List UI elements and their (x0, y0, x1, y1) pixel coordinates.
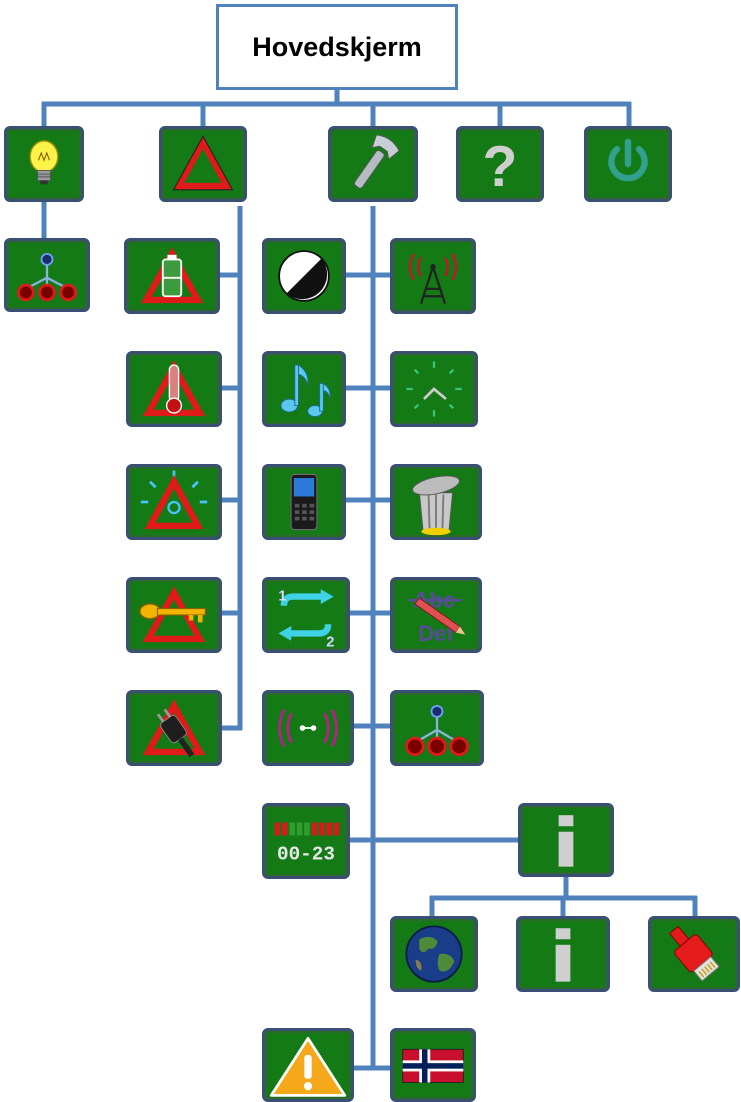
mobile-phone-icon[interactable] (262, 464, 346, 540)
ethernet-cable-icon[interactable] (648, 916, 740, 992)
svg-text:2: 2 (326, 634, 334, 650)
warning-icon[interactable] (262, 1028, 354, 1102)
question-icon[interactable]: ? (456, 126, 544, 202)
norway-flag-icon[interactable] (390, 1028, 476, 1102)
text-edit-icon[interactable]: Abc Def (390, 577, 482, 653)
trash-icon[interactable] (390, 464, 482, 540)
network-tree-icon[interactable] (390, 690, 484, 766)
network-tree-icon[interactable] (4, 238, 90, 312)
warning-triangle-icon[interactable] (159, 126, 247, 202)
alarm-key-icon[interactable] (126, 577, 222, 653)
alarm-plug-icon[interactable] (126, 690, 222, 766)
info-icon[interactable] (516, 916, 610, 992)
antenna-icon[interactable] (390, 238, 476, 314)
music-icon[interactable] (262, 351, 346, 427)
power-icon[interactable] (584, 126, 672, 202)
alarm-temperature-icon[interactable] (126, 351, 222, 427)
vibration-icon[interactable] (262, 690, 354, 766)
root-node-title: Hovedskjerm (216, 4, 458, 90)
svg-text:?: ? (483, 135, 518, 199)
contrast-icon[interactable] (262, 238, 346, 314)
globe-icon[interactable] (390, 916, 478, 992)
schedule-label: 00-23 (277, 843, 335, 865)
cycle-icon[interactable]: 1 2 (262, 577, 350, 653)
wrench-icon[interactable] (328, 126, 418, 202)
info-icon[interactable] (518, 803, 614, 877)
alarm-battery-icon[interactable] (124, 238, 220, 314)
alarm-flash-icon[interactable] (126, 464, 222, 540)
clock-icon[interactable] (390, 351, 478, 427)
svg-text:1: 1 (278, 588, 286, 604)
lightbulb-icon[interactable] (4, 126, 84, 202)
schedule-icon[interactable]: 00-23 (262, 803, 350, 879)
